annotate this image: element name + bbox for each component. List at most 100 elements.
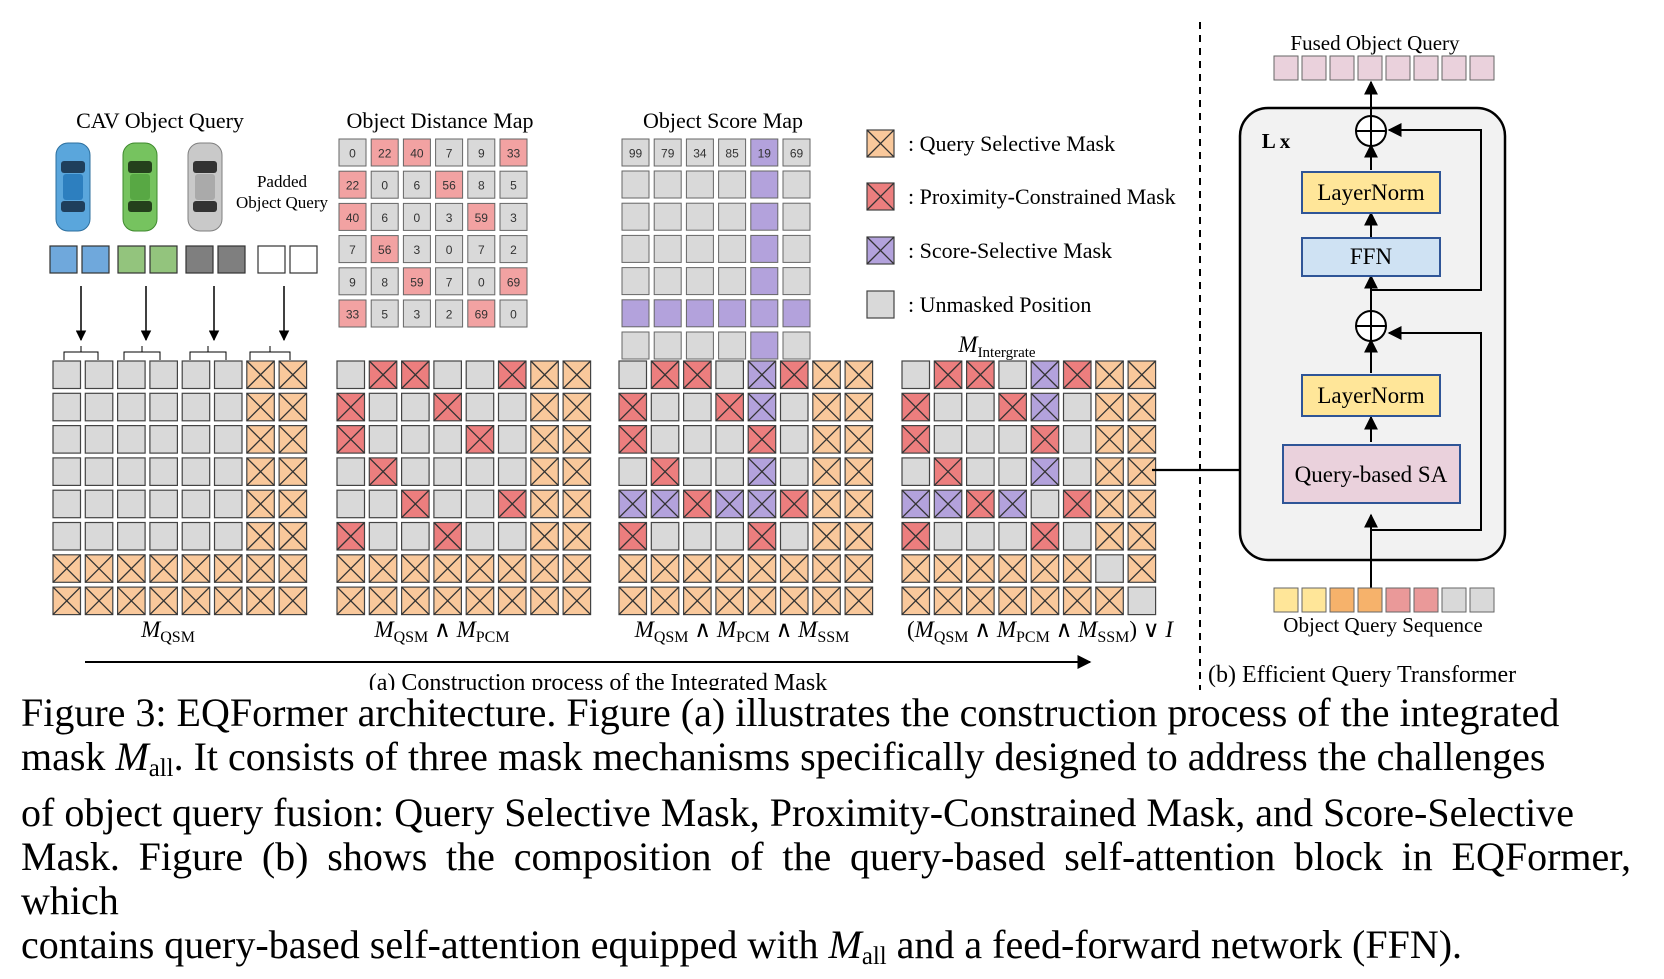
caption-line: Figure 3: EQFormer architecture. Figure … [21, 690, 1560, 735]
mask-cell-P [465, 425, 495, 454]
distance-value: 0 [510, 308, 517, 322]
mask-cell-U [149, 457, 178, 486]
mask-cell-P [965, 360, 995, 390]
fused-cell [1469, 55, 1495, 81]
mask-cell-U [213, 425, 243, 454]
mask-cell-Q [497, 554, 527, 583]
score-mask-cell [685, 331, 714, 360]
mask-cell-U [650, 425, 680, 454]
mask-cell-Q [52, 554, 82, 583]
mask-cell-U [149, 360, 178, 390]
input-cell [1441, 587, 1467, 613]
mask-cell-Q [336, 586, 366, 616]
mask-cell-Q [901, 554, 931, 583]
score-cell: 85 [718, 138, 747, 167]
distance-cell: 8 [467, 170, 496, 199]
mask-cell-Q [650, 586, 680, 616]
mask-cell-P [401, 489, 430, 519]
mask-cell-U [497, 425, 527, 454]
mask-cell-Q [812, 489, 841, 519]
mask-cell-U [181, 489, 211, 519]
mask-cell-U [433, 425, 462, 454]
mask-cell-U [433, 457, 462, 486]
distance-value: 8 [478, 179, 485, 193]
mask-cell-U [779, 425, 809, 454]
mask-cell-U [998, 457, 1028, 486]
score-mask-cell [750, 299, 779, 328]
fused-cell [1357, 55, 1383, 81]
distance-cell: 6 [402, 170, 431, 199]
matrix-label: MQSM [140, 617, 195, 646]
m-integrate-base: M [957, 332, 979, 357]
padded-label-line1: Padded [257, 172, 308, 191]
mask-cell-P [1030, 425, 1060, 454]
mask-cell-U [1062, 457, 1092, 486]
mask-cell-Q [715, 554, 745, 583]
mask-cell-U [116, 392, 146, 422]
mask-cell-Q [246, 392, 275, 422]
mask-cell-Q [278, 392, 308, 422]
score-map-title: Object Score Map [643, 108, 803, 133]
mask-cell-U [618, 360, 648, 390]
distance-value: 56 [442, 179, 456, 193]
mask-cell-Q [1095, 360, 1124, 390]
mask-cell-S [747, 360, 777, 390]
mask-legend: : Query Selective Mask: Proximity-Constr… [866, 129, 1176, 319]
mask-cell-Q [246, 425, 275, 454]
query-square [149, 245, 178, 274]
mask-cell-P [650, 360, 680, 390]
mask-cell-U [181, 425, 211, 454]
mask-cell-P [682, 489, 712, 519]
mask-cell-U [682, 457, 712, 486]
mask-cell-Q [1127, 425, 1157, 454]
eqformer-figure: CAV Object Query Padded Object Query Obj… [49, 22, 1516, 690]
mask-cell-U [650, 521, 680, 551]
mask-cell-Q [1095, 586, 1124, 616]
mask-cell-P [368, 457, 398, 486]
score-value: 69 [790, 147, 804, 161]
mask-cell-P [901, 425, 931, 454]
distance-cell: 9 [338, 267, 367, 296]
mask-cell-Q [1095, 457, 1124, 486]
mask-cell-Q [181, 554, 211, 583]
mask-cell-Q [401, 586, 430, 616]
distance-cell: 0 [435, 235, 464, 264]
mask-cell-P [998, 392, 1028, 422]
distance-value: 0 [414, 211, 421, 225]
mask-cell-Q [530, 554, 559, 583]
mask-cell-Q [278, 360, 308, 390]
mask-cell-Q [278, 425, 308, 454]
mask-cell-U [52, 425, 82, 454]
distance-cell: 69 [499, 267, 528, 296]
cav-query-squares [49, 245, 318, 274]
distance-cell: 3 [402, 299, 431, 328]
mask-cell-U [401, 392, 430, 422]
mask-cell-U [965, 425, 995, 454]
mask-cell-Q [844, 457, 874, 486]
score-value: 85 [725, 147, 739, 161]
legend-swatch-ssm [866, 236, 895, 265]
distance-value: 69 [507, 275, 521, 289]
score-mask-cell [782, 267, 811, 296]
score-cell: 69 [782, 138, 811, 167]
distance-cell: 0 [370, 170, 399, 199]
mask-cell-Q [812, 586, 841, 616]
distance-value: 40 [410, 147, 424, 161]
distance-cell: 2 [435, 299, 464, 328]
query-square [117, 245, 146, 274]
mask-cell-Q [562, 360, 592, 390]
mask-cell-U [401, 521, 430, 551]
mask-cell-U [213, 457, 243, 486]
mask-cell-Q [812, 554, 841, 583]
mask-cell-U [52, 457, 82, 486]
mask-cell-Q [1127, 489, 1157, 519]
mask-cell-U [368, 489, 398, 519]
mask-cell-Q [844, 392, 874, 422]
mask-cell-S [998, 489, 1028, 519]
query-square [49, 245, 78, 274]
mask-cell-Q [213, 554, 243, 583]
distance-value: 2 [510, 243, 517, 257]
mask-cell-Q [530, 521, 559, 551]
mask-cell-U [779, 457, 809, 486]
mask-cell-Q [998, 586, 1028, 616]
